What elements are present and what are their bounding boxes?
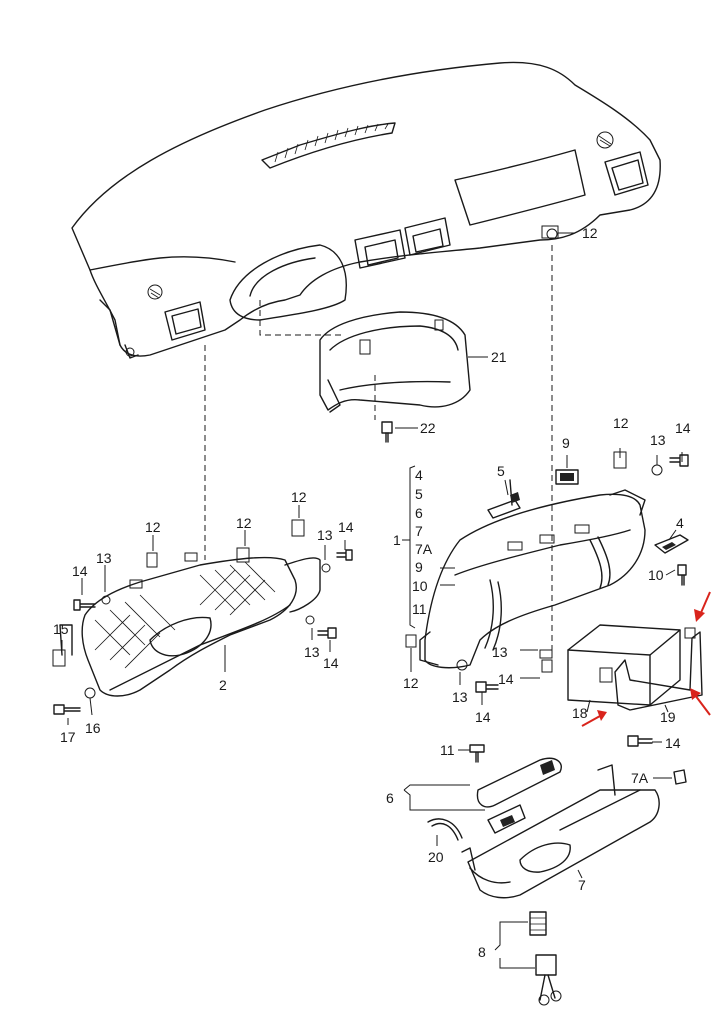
callout-21: 21 <box>491 349 507 365</box>
highlight-arrows <box>581 591 711 727</box>
callout-10: 10 <box>412 578 428 594</box>
lock-8 <box>529 911 562 1006</box>
callout-12: 12 <box>291 489 307 505</box>
callout-14: 14 <box>475 709 491 725</box>
callout-7A: 7A <box>415 541 433 557</box>
callout-14: 14 <box>72 563 88 579</box>
callout-14: 14 <box>338 519 354 535</box>
leader-lines <box>61 232 683 969</box>
callout-13: 13 <box>304 644 320 660</box>
callout-14: 14 <box>665 735 681 751</box>
glovebox-lid-7 <box>461 764 660 899</box>
callout-13: 13 <box>317 527 333 543</box>
screw-22 <box>381 421 393 443</box>
callout-19: 19 <box>660 709 676 725</box>
callout-5: 5 <box>497 463 505 479</box>
dashboard-panel <box>71 61 661 359</box>
frame-19 <box>614 627 703 711</box>
callout-13: 13 <box>452 689 468 705</box>
callout-14: 14 <box>498 671 514 687</box>
callout-9: 9 <box>415 559 423 575</box>
left-hardware <box>52 519 353 715</box>
lamp-9 <box>555 469 579 485</box>
right-hardware <box>456 454 689 747</box>
callout-15: 15 <box>53 621 69 637</box>
bracket-4 <box>654 534 689 554</box>
callout-14: 14 <box>323 655 339 671</box>
callout-10: 10 <box>648 567 664 583</box>
callout-12: 12 <box>613 415 629 431</box>
clip-7A <box>673 769 687 785</box>
callout-17: 17 <box>60 729 76 745</box>
handle-6 <box>476 757 562 834</box>
glovebox-housing <box>405 489 646 669</box>
callout-2: 2 <box>219 677 227 693</box>
storage-box-18 <box>567 624 681 706</box>
alignment-lines <box>204 245 553 650</box>
strut-20 <box>427 818 463 841</box>
callout-13: 13 <box>650 432 666 448</box>
callout-1: 1 <box>393 532 401 548</box>
callout-7A: 7A <box>631 770 649 786</box>
screw-11 <box>469 744 485 763</box>
callout-11: 11 <box>412 601 427 617</box>
callout-6: 6 <box>386 790 394 806</box>
callout-14: 14 <box>675 420 691 436</box>
callout-12: 12 <box>236 515 252 531</box>
callout-4: 4 <box>415 467 423 483</box>
callout-22: 22 <box>420 420 436 436</box>
callout-4: 4 <box>676 515 684 531</box>
latch-5 <box>487 479 521 519</box>
callout-11: 11 <box>440 742 455 758</box>
callout-20: 20 <box>428 849 444 865</box>
callout-6: 6 <box>415 505 423 521</box>
callout-18: 18 <box>572 705 588 721</box>
lower-trim-panel-left <box>59 552 321 697</box>
instrument-cluster-cover <box>319 311 488 429</box>
callout-13: 13 <box>492 644 508 660</box>
callout-13: 13 <box>96 550 112 566</box>
callout-labels: 12 21 22 12 13 14 9 5 4 10 4 5 6 7 7A 9 … <box>53 225 691 960</box>
callout-16: 16 <box>85 720 101 736</box>
callout-7: 7 <box>415 523 423 539</box>
clip-12-top <box>541 225 559 239</box>
callout-9: 9 <box>562 435 570 451</box>
callout-7: 7 <box>578 877 586 893</box>
callout-12: 12 <box>403 675 419 691</box>
callout-5: 5 <box>415 486 423 502</box>
callout-12: 12 <box>582 225 598 241</box>
callout-12: 12 <box>145 519 161 535</box>
callout-8: 8 <box>478 944 486 960</box>
